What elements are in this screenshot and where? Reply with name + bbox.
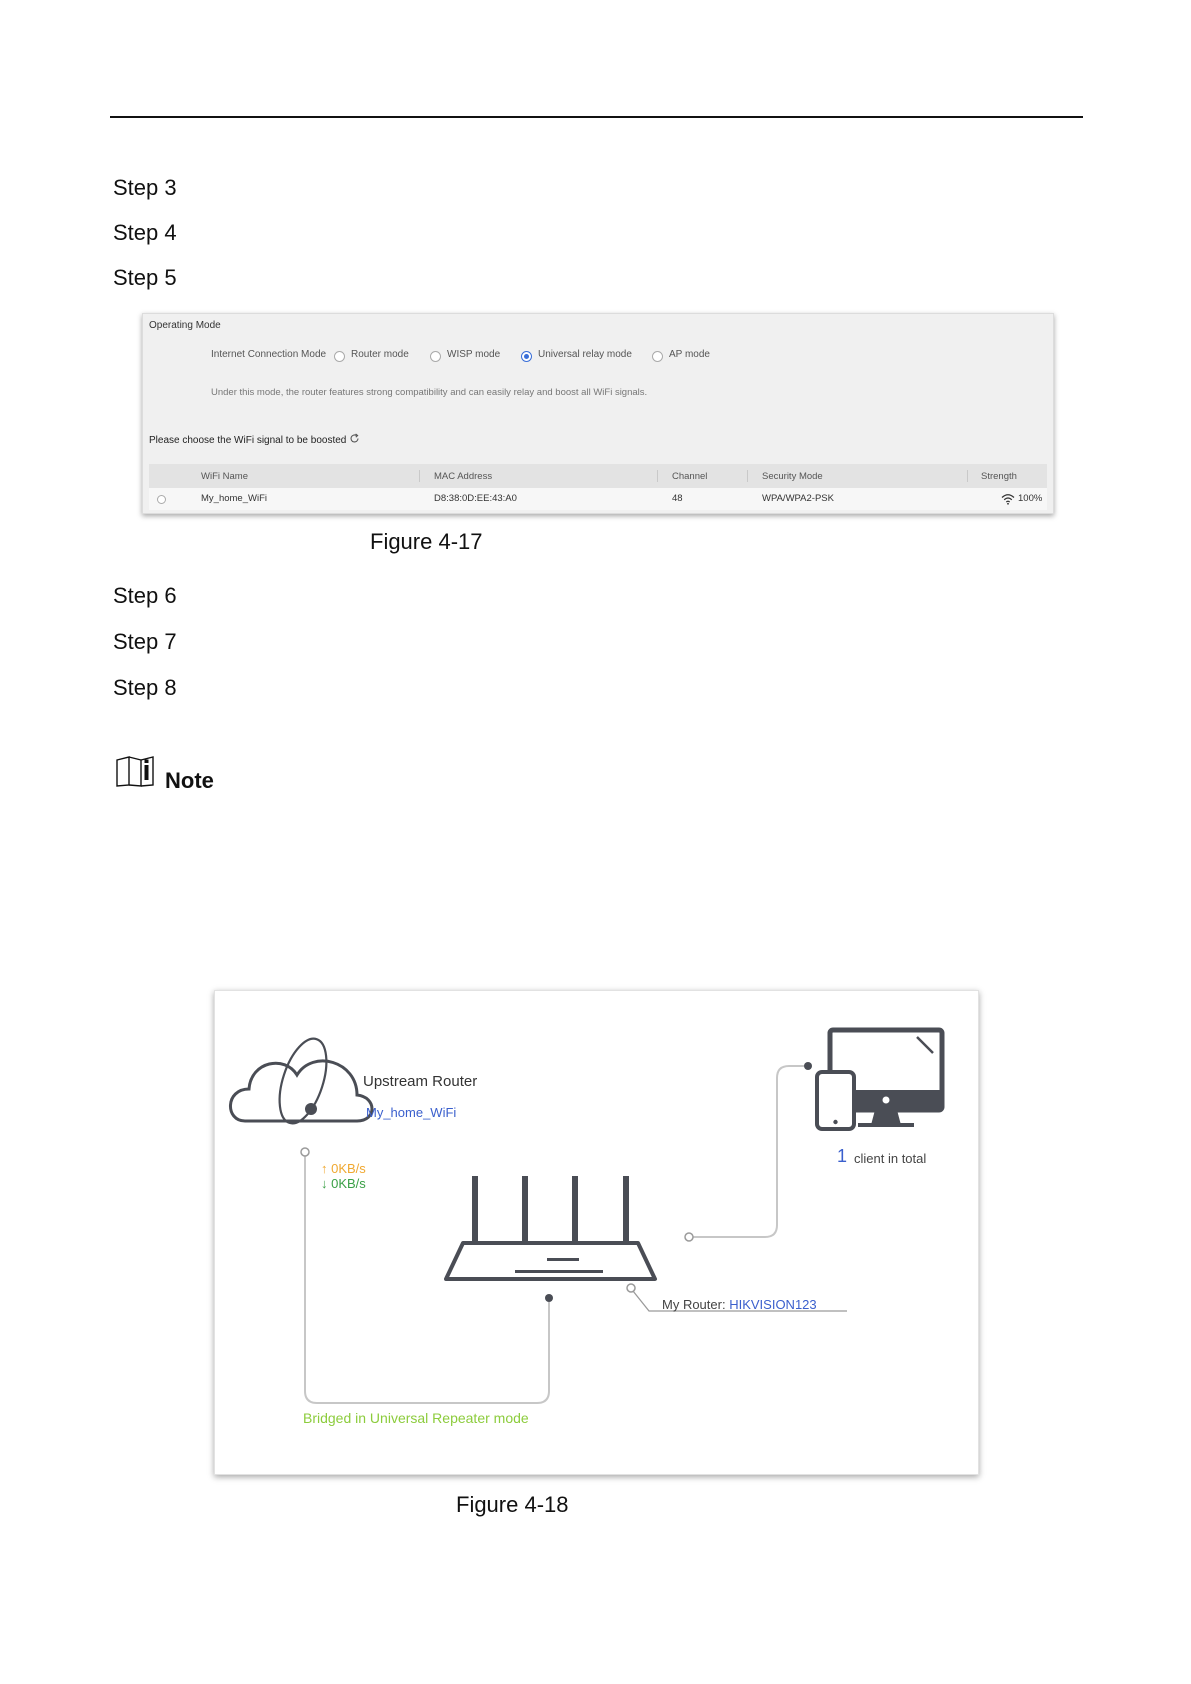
- topology-diagram: [229, 1027, 945, 1404]
- panel-title: Operating Mode: [149, 320, 221, 331]
- col-divider: [967, 470, 968, 482]
- wifi-table-header: WiFi Name MAC Address Channel Security M…: [149, 464, 1047, 488]
- upstream-cable: [304, 1156, 550, 1404]
- my-router-name: HIKVISION123: [729, 1297, 817, 1312]
- row-channel: 48: [672, 493, 683, 504]
- note-heading: Note: [165, 768, 214, 793]
- step-8-label: Step 8: [113, 675, 177, 700]
- row-security-mode: WPA/WPA2-PSK: [762, 493, 834, 504]
- upload-speed: ↑ 0KB/s: [321, 1161, 366, 1176]
- figure-4-17-caption: Figure 4-17: [370, 529, 483, 554]
- upstream-ssid: My_home_WiFi: [366, 1105, 457, 1120]
- table-row[interactable]: My_home_WiFi D8:38:0D:EE:43:A0 48 WPA/WP…: [149, 488, 1047, 510]
- step-6-label: Step 6: [113, 583, 177, 608]
- cloud-icon: [229, 1037, 374, 1125]
- info-book-icon: [116, 756, 154, 787]
- col-strength: Strength: [981, 471, 1017, 482]
- figure-4-18-caption: Figure 4-18: [456, 1492, 569, 1517]
- col-wifi-name: WiFi Name: [201, 471, 248, 482]
- router-mode-label: Router mode: [351, 349, 409, 360]
- phone-icon: [815, 1070, 856, 1131]
- network-topology-figure: Upstream Router My_home_WiFi ↑ 0KB/s ↓ 0…: [214, 990, 979, 1475]
- client-count: 1: [837, 1146, 848, 1166]
- universal-relay-mode-radio[interactable]: [521, 351, 532, 362]
- wisp-mode-radio[interactable]: [430, 351, 441, 362]
- row-strength: 100%: [1018, 493, 1043, 504]
- col-channel: Channel: [672, 471, 708, 482]
- client-count-label: client in total: [854, 1151, 927, 1166]
- wifi-choose-prompt-text: Please choose the WiFi signal to be boos…: [149, 435, 347, 446]
- col-divider: [657, 470, 658, 482]
- download-speed: ↓ 0KB/s: [321, 1176, 366, 1191]
- client-cable: [690, 1065, 804, 1238]
- router-icon: [444, 1176, 657, 1281]
- wifi-choose-prompt: Please choose the WiFi signal to be boos…: [149, 433, 360, 446]
- ap-mode-radio[interactable]: [652, 351, 663, 362]
- step-7-label: Step 7: [113, 629, 177, 654]
- row-select-radio[interactable]: [157, 495, 166, 504]
- col-mac-address: MAC Address: [434, 471, 493, 482]
- my-router-prefix: My Router:: [662, 1297, 726, 1312]
- wifi-signal-icon: [1001, 494, 1015, 505]
- step-4-label: Step 4: [113, 220, 177, 245]
- step-5-label: Step 5: [113, 265, 177, 290]
- my-router-label: My Router: HIKVISION123: [662, 1297, 817, 1312]
- mode-description: Under this mode, the router features str…: [211, 387, 648, 398]
- step-3-label: Step 3: [113, 175, 177, 200]
- header-rule: [110, 116, 1083, 118]
- router-label-pointer: [632, 1290, 847, 1312]
- col-security-mode: Security Mode: [762, 471, 823, 482]
- bridge-status: Bridged in Universal Repeater mode: [303, 1410, 529, 1426]
- row-wifi-name: My_home_WiFi: [201, 493, 267, 504]
- upstream-router-title: Upstream Router: [363, 1073, 478, 1090]
- wisp-mode-label: WISP mode: [447, 349, 501, 360]
- universal-relay-mode-label: Universal relay mode: [538, 349, 632, 360]
- operating-mode-panel: Operating Mode Internet Connection Mode …: [142, 313, 1054, 514]
- col-divider: [747, 470, 748, 482]
- col-divider: [419, 470, 420, 482]
- router-mode-radio[interactable]: [334, 351, 345, 362]
- connection-mode-label: Internet Connection Mode: [211, 349, 327, 360]
- row-mac-address: D8:38:0D:EE:43:A0: [434, 493, 517, 504]
- ap-mode-label: AP mode: [669, 349, 710, 360]
- refresh-icon[interactable]: [349, 433, 360, 444]
